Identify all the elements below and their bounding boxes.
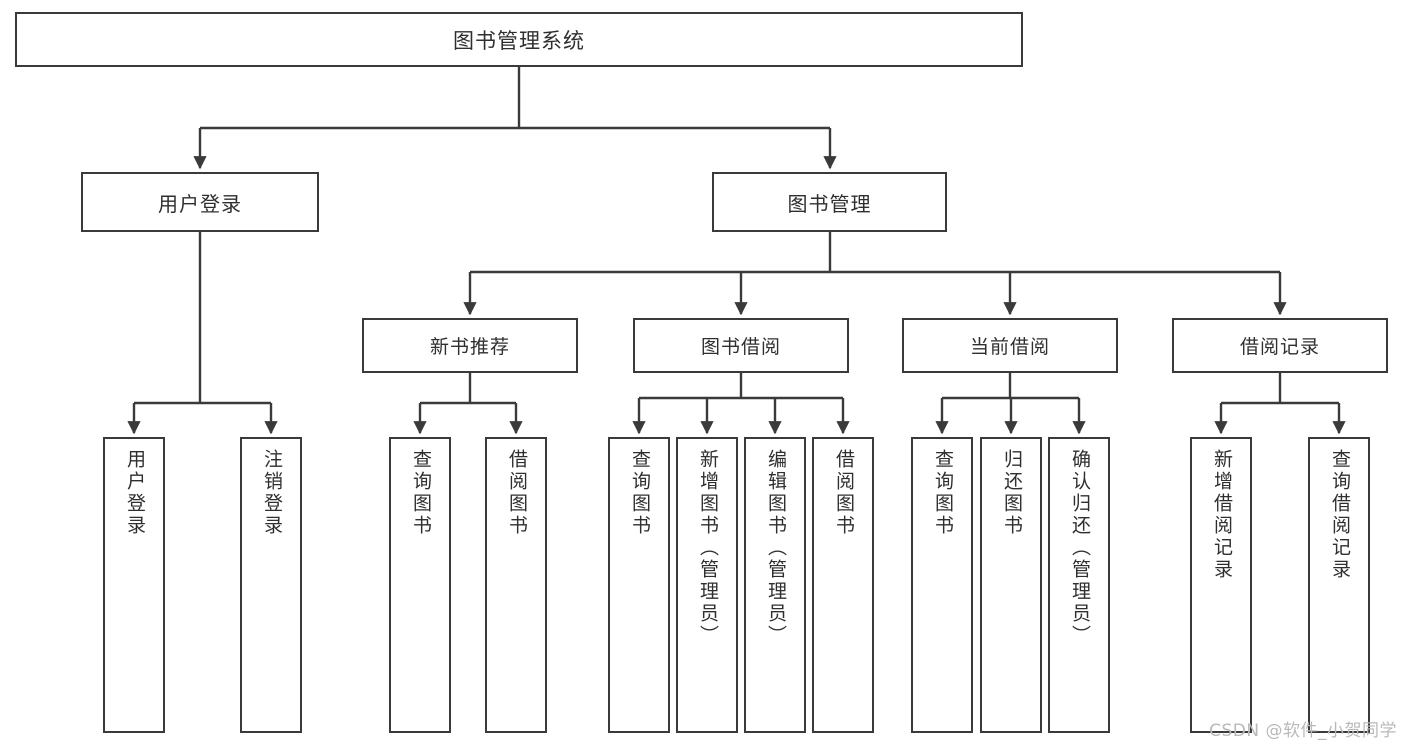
node-leaf-query-book-recommend[interactable]: 查询图书 (389, 437, 451, 733)
node-label: 借阅图书 (505, 449, 528, 537)
node-book-management[interactable]: 图书管理 (712, 172, 947, 232)
node-book-borrow[interactable]: 图书借阅 (633, 318, 849, 373)
node-leaf-return-book[interactable]: 归还图书 (980, 437, 1042, 733)
node-leaf-borrow-book[interactable]: 借阅图书 (812, 437, 874, 733)
node-label: 新增图书（管理员） (696, 449, 719, 647)
node-user-login[interactable]: 用户登录 (81, 172, 319, 232)
node-borrow-record[interactable]: 借阅记录 (1172, 318, 1388, 373)
node-label: 图书借阅 (700, 336, 781, 358)
node-label: 注销登录 (260, 449, 283, 537)
node-label: 确认归还（管理员） (1068, 449, 1091, 647)
node-label: 用户登录 (158, 191, 242, 216)
node-leaf-query-book-borrow[interactable]: 查询图书 (608, 437, 670, 733)
node-leaf-add-book-admin[interactable]: 新增图书（管理员） (676, 437, 738, 733)
node-label: 新书推荐 (429, 336, 510, 358)
watermark-text: CSDN @软件_小贺同学 (1209, 721, 1397, 741)
node-label: 查询图书 (628, 449, 651, 537)
node-leaf-query-borrow-record[interactable]: 查询借阅记录 (1308, 437, 1370, 733)
node-label: 查询图书 (409, 449, 432, 537)
node-label: 借阅图书 (832, 449, 855, 537)
node-leaf-user-login[interactable]: 用户登录 (103, 437, 165, 733)
node-new-book-recommend[interactable]: 新书推荐 (362, 318, 578, 373)
node-current-borrow[interactable]: 当前借阅 (902, 318, 1118, 373)
node-label: 用户登录 (123, 449, 146, 537)
node-leaf-logout-login[interactable]: 注销登录 (240, 437, 302, 733)
node-label: 查询借阅记录 (1328, 449, 1351, 581)
node-label: 借阅记录 (1239, 336, 1320, 358)
node-label: 归还图书 (1000, 449, 1023, 537)
node-label: 新增借阅记录 (1210, 449, 1233, 581)
node-leaf-add-borrow-record[interactable]: 新增借阅记录 (1190, 437, 1252, 733)
node-root-book-management-system[interactable]: 图书管理系统 (15, 12, 1023, 67)
node-label: 编辑图书（管理员） (764, 449, 787, 647)
node-label: 图书管理 (787, 191, 872, 216)
node-leaf-confirm-return-admin[interactable]: 确认归还（管理员） (1048, 437, 1110, 733)
node-label: 查询图书 (931, 449, 954, 537)
node-leaf-query-book-current[interactable]: 查询图书 (911, 437, 973, 733)
node-label: 图书管理系统 (453, 28, 585, 53)
node-leaf-borrow-book-recommend[interactable]: 借阅图书 (485, 437, 547, 733)
node-leaf-edit-book-admin[interactable]: 编辑图书（管理员） (744, 437, 806, 733)
node-label: 当前借阅 (969, 336, 1050, 358)
